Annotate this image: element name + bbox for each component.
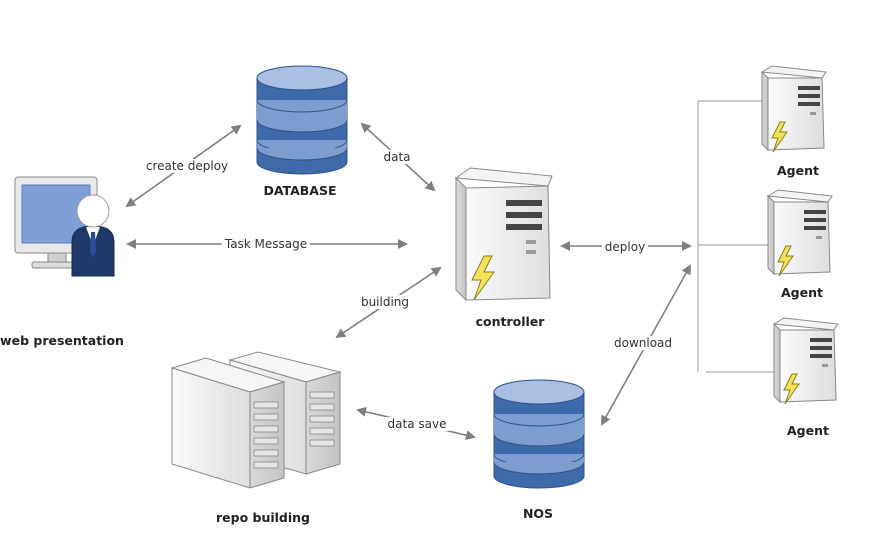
edge-label-data: data <box>380 150 414 164</box>
repo-building-label: repo building <box>215 510 311 525</box>
edge-label-deploy: deploy <box>601 240 649 254</box>
agent-label-1: Agent <box>777 163 819 178</box>
web-presentation-label: web presentation <box>0 333 124 348</box>
database-label: DATABASE <box>263 183 337 198</box>
repo-building-server-icon <box>170 351 342 489</box>
agent-server-icon-3 <box>772 317 839 405</box>
nos-database-icon <box>493 379 585 489</box>
agent-server-icon-1 <box>760 65 827 153</box>
lightning-icon <box>777 245 794 277</box>
agent-bracket <box>697 100 774 373</box>
agent-label-2: Agent <box>781 285 823 300</box>
lightning-icon <box>771 121 788 153</box>
edge-label-building: building <box>357 295 413 309</box>
edge-label-download: download <box>610 336 676 350</box>
agent-server-icon-2 <box>766 189 833 277</box>
controller-server-icon <box>454 167 553 302</box>
lightning-icon <box>471 255 495 301</box>
agent-label-3: Agent <box>787 423 829 438</box>
user-icon <box>71 194 115 277</box>
lightning-icon <box>783 373 800 405</box>
controller-label: controller <box>475 314 545 329</box>
web-presentation-node <box>14 176 115 277</box>
nos-label: NOS <box>522 506 554 521</box>
edge-label-create-deploy: create deploy <box>142 159 232 173</box>
database-icon <box>256 65 348 175</box>
edge-label-data-save: data save <box>384 417 450 431</box>
edge-label-task-message: Task Message <box>221 237 311 251</box>
